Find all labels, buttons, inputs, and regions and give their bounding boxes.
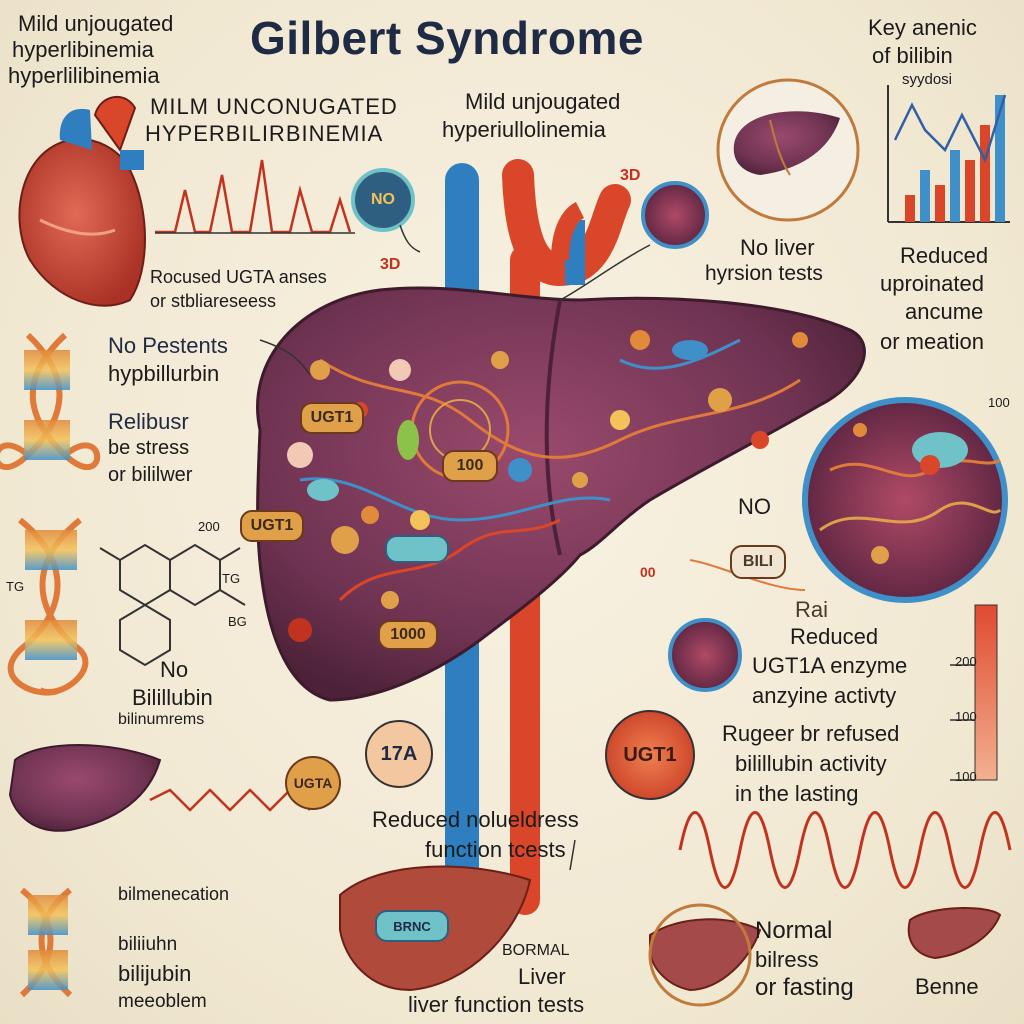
no-liver-line-1: No liver: [740, 235, 815, 260]
no-bili-line-1: No: [160, 657, 189, 682]
magnifier-small-top: [641, 181, 709, 249]
tick-right-2: 200: [955, 654, 977, 669]
small-label-3d-a: 3D: [380, 256, 401, 273]
rocused-line-1: Rocused UGTA anses: [150, 267, 327, 287]
tick-right-4: 100: [955, 769, 977, 784]
reduced-right-2: uproinated: [880, 271, 984, 296]
badge-no: NO: [371, 191, 395, 208]
page-title: Gilbert Syndrome: [250, 12, 644, 64]
small-label-00: 00: [640, 564, 656, 580]
label-no-right: NO: [738, 494, 771, 519]
relibus-line-1: Relibusr: [108, 409, 189, 434]
banner-right-line-2: hyperiullolinemia: [442, 117, 606, 142]
dna-helix-3: [19, 887, 73, 998]
bilijubin-line-1: biliiuhn: [118, 934, 178, 955]
wave-bottom-right: [678, 811, 1012, 889]
label-bilmenecation: bilmenecation: [118, 884, 230, 904]
banner-left-line-1: MILM UNCONUGATED: [150, 94, 398, 119]
tick-right-3: 100: [955, 709, 977, 724]
key-label-2: of bilibin: [872, 43, 953, 68]
bilirubin-molecule: [99, 543, 246, 667]
tick-right-1: 100: [988, 395, 1010, 410]
bilijubin-line-3: meeoblem: [118, 991, 207, 1012]
relibus-line-3: or bililwer: [108, 464, 193, 486]
tick-dna-l: TG: [6, 579, 25, 594]
liver-small-left: [8, 744, 162, 832]
reduced-right-3: ancume: [905, 299, 984, 324]
dna-helix-1: [0, 332, 101, 471]
reduced-right-4: or meation: [880, 329, 984, 354]
small-label-3d-b: 3D: [620, 167, 641, 184]
label-top-left-3: hyperlilibinemia: [8, 63, 160, 88]
normal-left-line-2: Liver: [518, 964, 566, 989]
normal-right-line-2: bilress: [755, 947, 819, 972]
cell-magnifier-right: [802, 397, 1008, 603]
no-patients-line-1: No Pestents: [108, 333, 228, 358]
no-liver-line-2: hyrsion tests: [705, 262, 823, 285]
reduced-ugt-line-1: Reduced: [790, 624, 879, 649]
tick-dna-r2: TG: [222, 571, 241, 586]
liver-main: [256, 286, 866, 702]
tick-dna-r1: 200: [198, 519, 220, 534]
reduced-ugt-line-3: anzyine activty: [752, 683, 897, 708]
liver-small-bottom-right: [649, 918, 762, 992]
banner-left-line-2: HYPERBILIRBINEMIA: [145, 121, 384, 146]
reduced-ugt-line-2: UGT1A enzyme: [752, 653, 908, 678]
reduced-function-line-1: Reduced nolueldress: [372, 807, 579, 832]
pill-100: 100: [442, 450, 498, 482]
reduced-right-1: Reduced: [900, 243, 989, 268]
normal-left-line-3: liver function tests: [408, 992, 585, 1017]
badge-ugta: UGTA: [285, 756, 341, 810]
badge-ugt1-circle: UGT1: [605, 710, 695, 800]
pill-teal: [385, 535, 449, 563]
fasting-line-1: Rugeer br refused: [722, 721, 900, 746]
label-top-left-2: hyperlibinemia: [12, 37, 154, 62]
pill-ugt1-mid: UGT1: [240, 510, 304, 542]
reduced-function-line-2: function tcests: [425, 837, 566, 862]
liver-benign: [907, 907, 1002, 960]
key-label-1: Key anenic: [868, 15, 977, 40]
no-bili-line-2: Bilillubin: [132, 685, 213, 710]
key-label-3: syydosi: [902, 71, 953, 88]
pill-1000: 1000: [378, 620, 438, 650]
pill-ugt1-upper: UGT1: [300, 402, 364, 434]
no-bili-line-3: bilinumrems: [118, 711, 205, 728]
label-top-left-1: Mild unjougated: [18, 11, 174, 36]
badge-bili: BILI: [730, 545, 786, 579]
normal-left-line-1: BORMAL: [502, 942, 570, 959]
banner-right-line-1: Mild unjougated: [465, 89, 621, 114]
pill-bottom: BRNC: [375, 910, 449, 942]
bilijubin-line-2: bilijubin: [118, 961, 192, 986]
badge-no-circle: [351, 168, 415, 232]
heart-illustration: [18, 95, 146, 307]
bilirubin-bar-chart: [887, 85, 1010, 223]
wave-bottom-left: [149, 788, 311, 812]
dna-helix-2: [7, 517, 89, 696]
tick-dna-r3: BG: [228, 614, 247, 629]
rocused-line-2: or stbliareseess: [150, 291, 277, 311]
scale-bar: [974, 604, 998, 781]
badge-17a: 17A: [365, 720, 433, 788]
fasting-line-3: in the lasting: [735, 781, 859, 806]
normal-right-line-3: or fasting: [755, 974, 854, 1001]
label-rai: Rai: [795, 597, 829, 622]
magnifier-small-mid: [668, 618, 742, 692]
fasting-line-2: bilillubin activity: [735, 751, 887, 776]
label-benign: Benne: [915, 974, 979, 999]
normal-right-line-1: Normal: [755, 917, 833, 944]
no-patients-line-2: hypbillurbin: [108, 361, 220, 386]
ecg-waveform: [155, 159, 352, 234]
relibus-line-2: be stress: [108, 437, 190, 459]
